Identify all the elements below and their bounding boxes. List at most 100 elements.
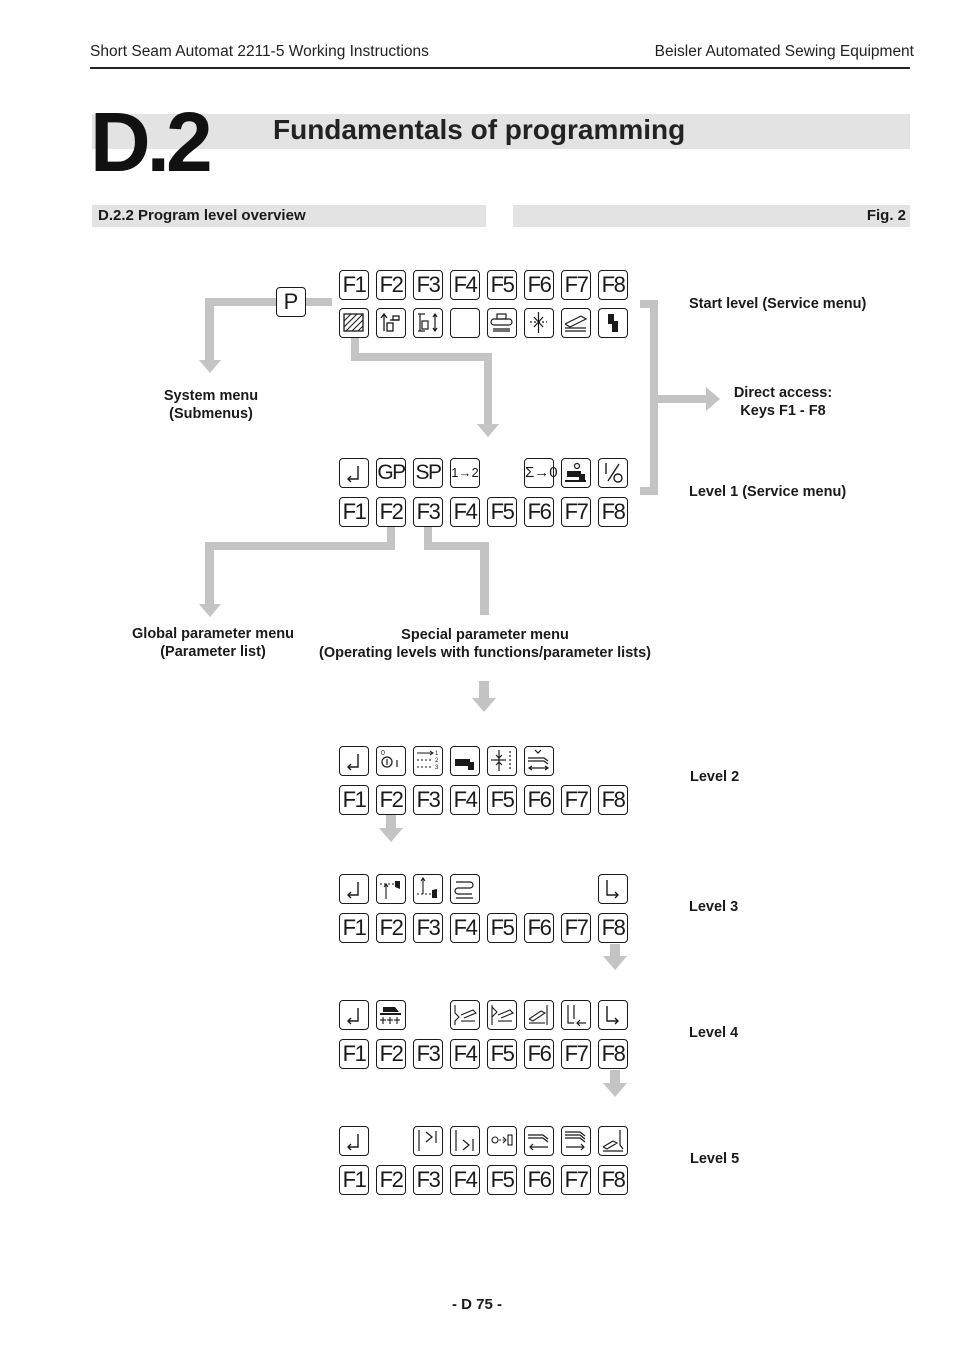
- level1-f1-key[interactable]: F1: [339, 497, 369, 527]
- level3-f7-key[interactable]: F7: [561, 913, 591, 943]
- arrowhead-level4: [603, 956, 627, 970]
- level5-f8-key[interactable]: F8: [598, 1165, 628, 1195]
- level3-f5-key[interactable]: F5: [487, 913, 517, 943]
- level5-fkeys: F1 F2 F3 F4 F5 F6 F7 F8: [339, 1165, 628, 1195]
- level5-f7-key[interactable]: F7: [561, 1165, 591, 1195]
- start-f4-key[interactable]: F4: [450, 270, 480, 300]
- start-f6-key[interactable]: F6: [524, 270, 554, 300]
- start-f7-key[interactable]: F7: [561, 270, 591, 300]
- level4-f7-key[interactable]: F7: [561, 1039, 591, 1069]
- global-param-line1: Global parameter menu: [132, 626, 294, 642]
- blank-slot-icon: [413, 1000, 443, 1030]
- counter-reset-icon: Σ→0: [524, 458, 558, 488]
- feed-forward-icon: [561, 1126, 591, 1156]
- level3-f8-key[interactable]: F8: [598, 913, 628, 943]
- arrowhead-level1: [477, 424, 499, 437]
- step-block-icon: [598, 308, 628, 338]
- level1-f2-key[interactable]: F2: [376, 497, 406, 527]
- measure-icon: [413, 308, 443, 338]
- level3-f1-key[interactable]: F1: [339, 913, 369, 943]
- needle-icon: [524, 308, 554, 338]
- feed-adjust-icon: [524, 746, 554, 776]
- start-f8-key[interactable]: F8: [598, 270, 628, 300]
- sensor-beam-icon: [487, 1126, 517, 1156]
- level1-label: Level 1 (Service menu): [689, 484, 847, 500]
- level4-fkeys: F1 F2 F3 F4 F5 F6 F7 F8: [339, 1039, 628, 1069]
- level2-f1-key[interactable]: F1: [339, 785, 369, 815]
- level2-f5-key[interactable]: F5: [487, 785, 517, 815]
- level4-f3-key[interactable]: F3: [413, 1039, 443, 1069]
- hatched-square-icon: [339, 308, 369, 338]
- p-key[interactable]: P: [276, 287, 306, 317]
- arrow-f1-down: [351, 338, 359, 360]
- level2-f8-key[interactable]: F8: [598, 785, 628, 815]
- level1-f5-key[interactable]: F5: [487, 497, 517, 527]
- level3-f4-key[interactable]: F4: [450, 913, 480, 943]
- level4-f6-key[interactable]: F6: [524, 1039, 554, 1069]
- level2-f6-key[interactable]: F6: [524, 785, 554, 815]
- level5-f5-key[interactable]: F5: [487, 1165, 517, 1195]
- start-level-fkeys: F1 F2 F3 F4 F5 F6 F7 F8: [339, 270, 628, 300]
- level4-f2-key[interactable]: F2: [376, 1039, 406, 1069]
- level5-f3-key[interactable]: F3: [413, 1165, 443, 1195]
- start-f5-key[interactable]: F5: [487, 270, 517, 300]
- arrow-p-left: [209, 298, 276, 306]
- arrowhead-level5: [603, 1083, 627, 1097]
- level3-f2-key[interactable]: F2: [376, 913, 406, 943]
- machine-bed-icon: [487, 308, 517, 338]
- blank-slot-icon: [561, 874, 591, 904]
- fabric-stack-icon: [561, 308, 591, 338]
- level2-f3-key[interactable]: F3: [413, 785, 443, 815]
- stack-eject-icon: [598, 1126, 628, 1156]
- level1-f6-key[interactable]: F6: [524, 497, 554, 527]
- special-param-line2: (Operating levels with functions/paramet…: [319, 645, 651, 661]
- svg-text:3: 3: [435, 765, 439, 771]
- level3-f6-key[interactable]: F6: [524, 913, 554, 943]
- level2-label: Level 2: [690, 769, 740, 785]
- figure-label: Fig. 2: [513, 205, 910, 227]
- level1-f8-key[interactable]: F8: [598, 497, 628, 527]
- sensor-bottom-icon: [450, 1126, 480, 1156]
- arrowhead-global: [199, 604, 221, 617]
- level1-f7-key[interactable]: F7: [561, 497, 591, 527]
- level1-fkeys: F1 F2 F3 F4 F5 F6 F7 F8: [339, 497, 628, 527]
- section-band: [92, 114, 910, 149]
- arrow-f3-special: [480, 542, 489, 615]
- page-number: - D 75 -: [451, 1296, 502, 1313]
- level5-f1-key[interactable]: F1: [339, 1165, 369, 1195]
- level1-f3-key[interactable]: F3: [413, 497, 443, 527]
- header-left: Short Seam Automat 2211-5 Working Instru…: [90, 43, 429, 60]
- level3-icons: [339, 874, 628, 904]
- level5-label: Level 5: [690, 1151, 740, 1167]
- level4-f5-key[interactable]: F5: [487, 1039, 517, 1069]
- special-param-label: Special parameter menu (Operating levels…: [300, 626, 670, 662]
- level4-f4-key[interactable]: F4: [450, 1039, 480, 1069]
- level3-f3-key[interactable]: F3: [413, 913, 443, 943]
- clamp-lift-icon: [376, 308, 406, 338]
- level2-f7-key[interactable]: F7: [561, 785, 591, 815]
- level2-f4-key[interactable]: F4: [450, 785, 480, 815]
- level2-f2-key[interactable]: F2: [376, 785, 406, 815]
- arrow-direct-access: [658, 395, 706, 403]
- arrow-p-right: [306, 298, 332, 306]
- direct-access-label: Direct access: Keys F1 - F8: [712, 384, 854, 420]
- level5-f4-key[interactable]: F4: [450, 1165, 480, 1195]
- sp-icon: SP: [413, 458, 443, 488]
- level4-f1-key[interactable]: F1: [339, 1039, 369, 1069]
- next-level-icon: [598, 1000, 628, 1030]
- level4-f8-key[interactable]: F8: [598, 1039, 628, 1069]
- svg-text:2: 2: [435, 758, 439, 764]
- arrow-f1-right: [351, 353, 492, 361]
- start-f2-key[interactable]: F2: [376, 270, 406, 300]
- system-menu-label: System menu (Submenus): [140, 387, 282, 423]
- start-f1-key[interactable]: F1: [339, 270, 369, 300]
- stitch-position-icon: [487, 746, 517, 776]
- start-f3-key[interactable]: F3: [413, 270, 443, 300]
- level1-f4-key[interactable]: F4: [450, 497, 480, 527]
- level5-f2-key[interactable]: F2: [376, 1165, 406, 1195]
- header-rule: [90, 67, 910, 69]
- level5-f6-key[interactable]: F6: [524, 1165, 554, 1195]
- level4-label: Level 4: [689, 1025, 739, 1041]
